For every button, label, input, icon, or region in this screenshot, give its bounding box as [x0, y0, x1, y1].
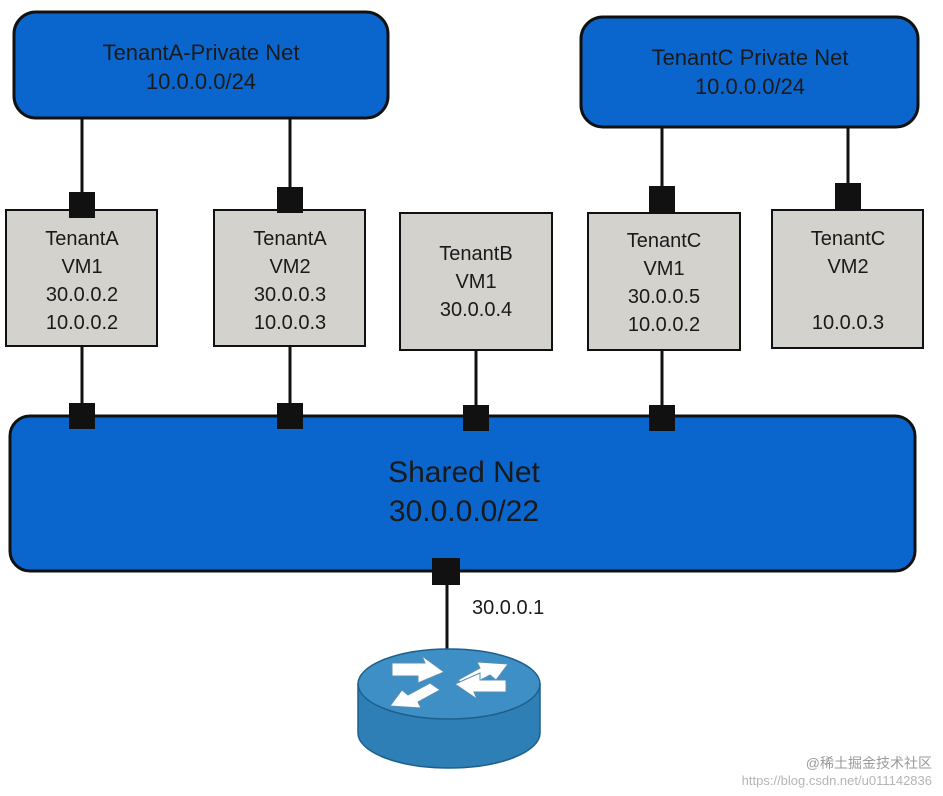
- vm-private-ip: 10.0.0.2: [628, 314, 700, 336]
- vm-tenantc-vm1: TenantC VM1 30.0.0.5 10.0.0.2: [587, 212, 741, 351]
- tenantc-private-net: TenantC Private Net 10.0.0.0/24: [579, 15, 920, 129]
- port-tenanta-vm1-private: [69, 192, 95, 218]
- shared-net-cidr: 30.0.0.0/22: [389, 495, 539, 528]
- vm-private-ip: 10.0.0.3: [254, 312, 326, 334]
- tenantc-private-net-cidr: 10.0.0.0/24: [695, 74, 805, 99]
- vm-box: [587, 212, 741, 351]
- port-tenantc-vm1-shared: [649, 405, 675, 431]
- vm-tenant-label: TenantB: [439, 243, 512, 265]
- vm-box: [399, 212, 553, 351]
- vm-name-label: VM1: [643, 258, 684, 280]
- vm-name-label: VM1: [61, 256, 102, 278]
- port-tenanta-vm2-shared: [277, 403, 303, 429]
- shared-net: Shared Net 30.0.0.0/22: [8, 414, 917, 573]
- port-router-shared: [432, 558, 460, 585]
- tenantc-private-net-name: TenantC Private Net: [652, 45, 849, 70]
- router-body-top: [357, 648, 541, 720]
- tenanta-private-net-box: [12, 10, 390, 120]
- vm-tenantc-vm2: TenantC VM2 10.0.0.3: [771, 209, 924, 349]
- router-arrow-in-left: [391, 654, 446, 684]
- tenanta-private-net-cidr: 10.0.0.0/24: [146, 69, 256, 94]
- port-tenanta-vm1-shared: [69, 403, 95, 429]
- vm-shared-ip: 30.0.0.5: [628, 286, 700, 308]
- vm-tenanta-vm2: TenantA VM2 30.0.0.3 10.0.0.3: [213, 209, 366, 347]
- port-tenantc-vm1-private: [649, 186, 675, 212]
- router-arrow-out-left: [389, 682, 441, 709]
- port-tenanta-vm2-private: [277, 187, 303, 213]
- vm-tenant-label: TenantC: [811, 228, 886, 250]
- router-arrow-in-right: [453, 672, 507, 701]
- vm-tenant-label: TenantC: [627, 230, 702, 252]
- vm-private-ip: 10.0.0.2: [46, 312, 118, 334]
- port-tenantb-vm1-shared: [463, 405, 489, 431]
- vm-name-label: VM2: [827, 256, 868, 278]
- tenantc-private-net-box: [579, 15, 920, 129]
- vm-tenanta-vm1: TenantA VM1 30.0.0.2 10.0.0.2: [5, 209, 158, 347]
- port-tenantc-vm2-private: [835, 183, 861, 209]
- vm-name-label: VM2: [269, 256, 310, 278]
- watermark-url: https://blog.csdn.net/u011142836: [742, 773, 932, 788]
- tenanta-private-net: TenantA-Private Net 10.0.0.0/24: [12, 10, 390, 120]
- vm-shared-ip: 30.0.0.2: [46, 284, 118, 306]
- ports: [69, 183, 861, 585]
- vm-private-ip: 10.0.0.3: [812, 312, 884, 334]
- router-icon: [357, 648, 541, 769]
- shared-net-name: Shared Net: [388, 456, 540, 489]
- vm-shared-ip: 30.0.0.4: [440, 299, 512, 321]
- shared-net-box: [8, 414, 917, 573]
- vm-name-label: VM1: [455, 271, 496, 293]
- connection-lines: [80, 118, 850, 660]
- vm-box: [5, 209, 158, 347]
- router-arrows: [389, 654, 509, 709]
- vm-box: [213, 209, 366, 347]
- watermark-brand: @稀土掘金技术社区: [806, 755, 932, 771]
- vm-box: [771, 209, 924, 349]
- router-gateway-ip: 30.0.0.1: [472, 597, 544, 619]
- vm-tenantb-vm1: TenantB VM1 30.0.0.4: [399, 212, 553, 351]
- vm-tenant-label: TenantA: [45, 228, 119, 250]
- vm-tenant-label: TenantA: [253, 228, 327, 250]
- vm-shared-ip: 30.0.0.3: [254, 284, 326, 306]
- tenanta-private-net-name: TenantA-Private Net: [103, 40, 300, 65]
